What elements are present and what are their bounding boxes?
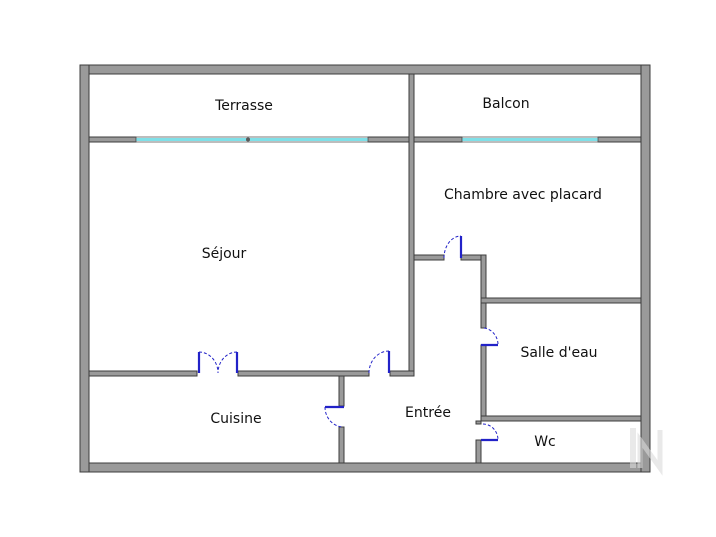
wall-sejour-cuisine-left xyxy=(88,370,198,377)
room-label-terrasse: Terrasse xyxy=(214,98,273,114)
wall-chambre-balcon-right xyxy=(597,136,642,143)
door-chambre-swing xyxy=(443,235,462,259)
door-cuisine-swing-right xyxy=(217,351,238,374)
wall-entree-wc xyxy=(475,439,482,464)
door-sejour-swing xyxy=(368,350,390,374)
wall-corridor-right-upper xyxy=(480,254,487,329)
outer-wall-left xyxy=(79,64,90,473)
wall-sejour-chambre xyxy=(408,73,415,377)
wall-chambre-balcon-left xyxy=(413,136,463,143)
outer-wall-top xyxy=(79,64,651,75)
wall-corridor-right-middle xyxy=(480,344,487,422)
wall-sejour-entree xyxy=(389,370,415,377)
wall-sejour-terrasse-right xyxy=(367,136,415,143)
wall-sejour-terrasse-left xyxy=(88,136,137,143)
wall-chambre-salle xyxy=(480,297,642,304)
door-wc-swing xyxy=(482,423,499,441)
outer-wall-bottom xyxy=(79,462,651,473)
room-label-entree: Entrée xyxy=(405,405,451,421)
door-cuisine-entree-swing xyxy=(324,406,343,428)
room-label-chambre: Chambre avec placard xyxy=(444,187,602,203)
wall-sejour-cuisine-right xyxy=(237,370,370,377)
room-label-sejour: Séjour xyxy=(202,246,247,262)
room-label-wc: Wc xyxy=(534,434,556,450)
room-label-balcon: Balcon xyxy=(482,96,529,112)
wall-chambre-corridor-a xyxy=(413,254,445,261)
wall-salle-wc xyxy=(480,415,642,422)
room-label-cuisine: Cuisine xyxy=(210,411,261,427)
outer-wall-right xyxy=(640,64,651,473)
window-sejour-frame xyxy=(135,136,369,143)
wall-cuisine-entree-upper xyxy=(338,375,345,407)
window-sejour-mullion xyxy=(246,137,250,142)
wall-cuisine-entree-lower xyxy=(338,426,345,464)
watermark-logo xyxy=(630,428,663,476)
room-label-salle-eau: Salle d'eau xyxy=(520,345,597,361)
wall-wc-stub xyxy=(475,420,482,425)
door-salle-swing xyxy=(483,327,499,346)
window-chambre-frame xyxy=(461,136,599,143)
door-cuisine-swing-left xyxy=(198,351,219,374)
